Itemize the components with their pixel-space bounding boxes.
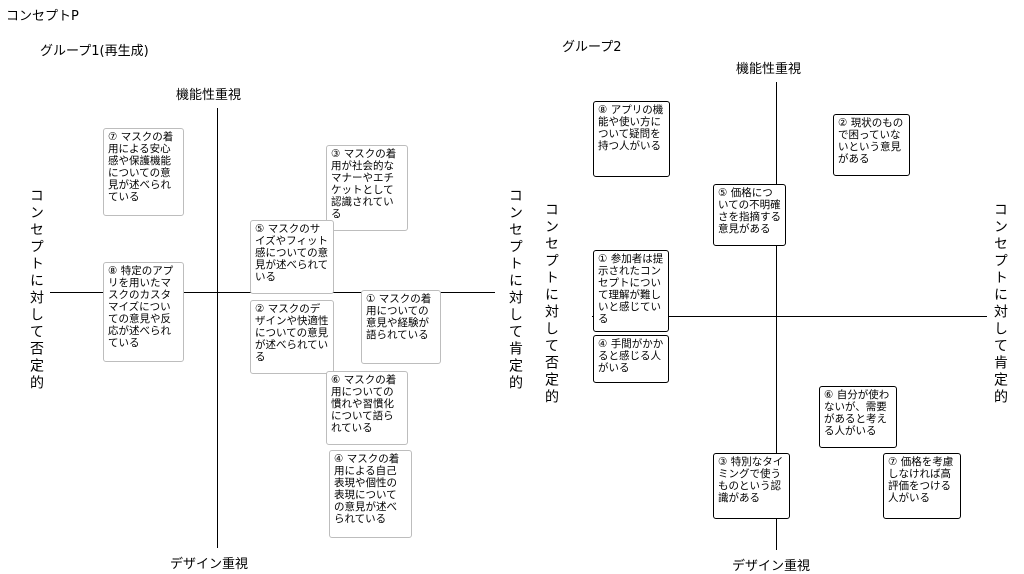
group1-axis-right-label: コンセプトに対して肯定的 (507, 188, 523, 392)
group1-note-6: ⑥ マスクの着用についての慣れや習慣化について語られている (326, 371, 408, 445)
group1-axis-top-label: 機能性重視 (176, 88, 242, 103)
group1-note-4: ④ マスクの着用による自己表現や個性の表現についての意見が述べられている (329, 450, 412, 538)
group2-axis-top-label: 機能性重視 (736, 62, 802, 77)
group1-vertical-axis (217, 108, 218, 548)
group2-horizontal-axis (592, 316, 987, 317)
group2-note-1: ① 参加者は提示されたコンセプトについて理解が難しいと感じている (593, 250, 669, 332)
group1-note-7: ⑦ マスクの着用による安心感や保護機能についての意見が述べられている (103, 128, 184, 216)
group1-axis-left-label: コンセプトに対して否定的 (28, 188, 44, 392)
group1-note-1: ① マスクの着用についての意見や経験が語られている (361, 290, 441, 364)
group2-axis-left-label: コンセプトに対して否定的 (543, 202, 559, 406)
group1-note-8: ⑧ 特定のアプリを用いたマスクのカスタマイズについての意見や反応が述べられている (103, 262, 184, 362)
group2-note-3: ③ 特別なタイミングで使うものという認識がある (713, 453, 790, 519)
group1-note-3: ③ マスクの着用が社会的なマナーやエチケットとして認識されている (326, 145, 408, 231)
group2-note-6: ⑥ 自分が使わないが、需要があると考える人がいる (819, 386, 897, 448)
group2-note-4: ④ 手間がかかると感じる人がいる (593, 335, 669, 383)
group2-axis-right-label: コンセプトに対して肯定的 (992, 202, 1008, 406)
group2-note-2: ② 現状のもので困っていないという意見がある (833, 114, 910, 176)
group2-note-8: ⑧ アプリの機能や使い方について疑問を持つ人がいる (593, 101, 670, 177)
group1-title: グループ1(再生成) (40, 44, 149, 59)
group2-note-7: ⑦ 価格を考慮しなければ高評価をつける人がいる (883, 453, 961, 519)
group1-axis-bottom-label: デザイン重視 (170, 557, 249, 572)
group2-title: グループ2 (562, 40, 622, 55)
group1-note-2: ② マスクのデザインや快適性についての意見が述べられている (250, 300, 334, 374)
page-title: コンセプトP (6, 9, 79, 24)
group2-note-5: ⑤ 価格についての不明確さを指摘する意見がある (713, 184, 786, 246)
group1-note-5: ⑤ マスクのサイズやフィット感についての意見が述べられている (250, 220, 334, 294)
group2-axis-bottom-label: デザイン重視 (732, 559, 811, 574)
